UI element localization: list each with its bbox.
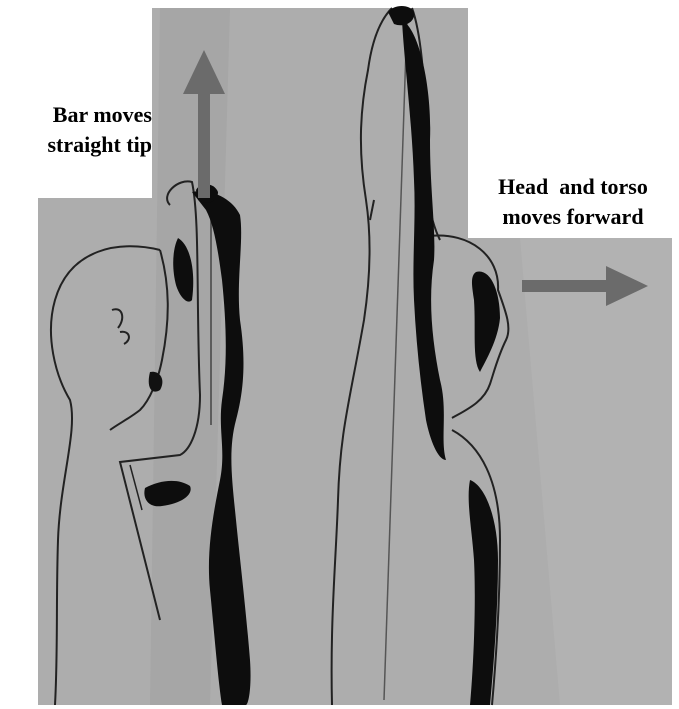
head-torso-line-1: Head and torso [468,172,678,202]
bar-moves-line-2: straight tip [2,130,152,160]
right-arrow-shaft [522,280,614,292]
up-arrow-shaft [198,88,210,198]
head-torso-label: Head and torso moves forward [468,172,678,232]
head-torso-line-2: moves forward [468,202,678,232]
bar-moves-line-1: Bar moves [2,100,152,130]
bar-moves-label: Bar moves straight tip [2,100,152,160]
